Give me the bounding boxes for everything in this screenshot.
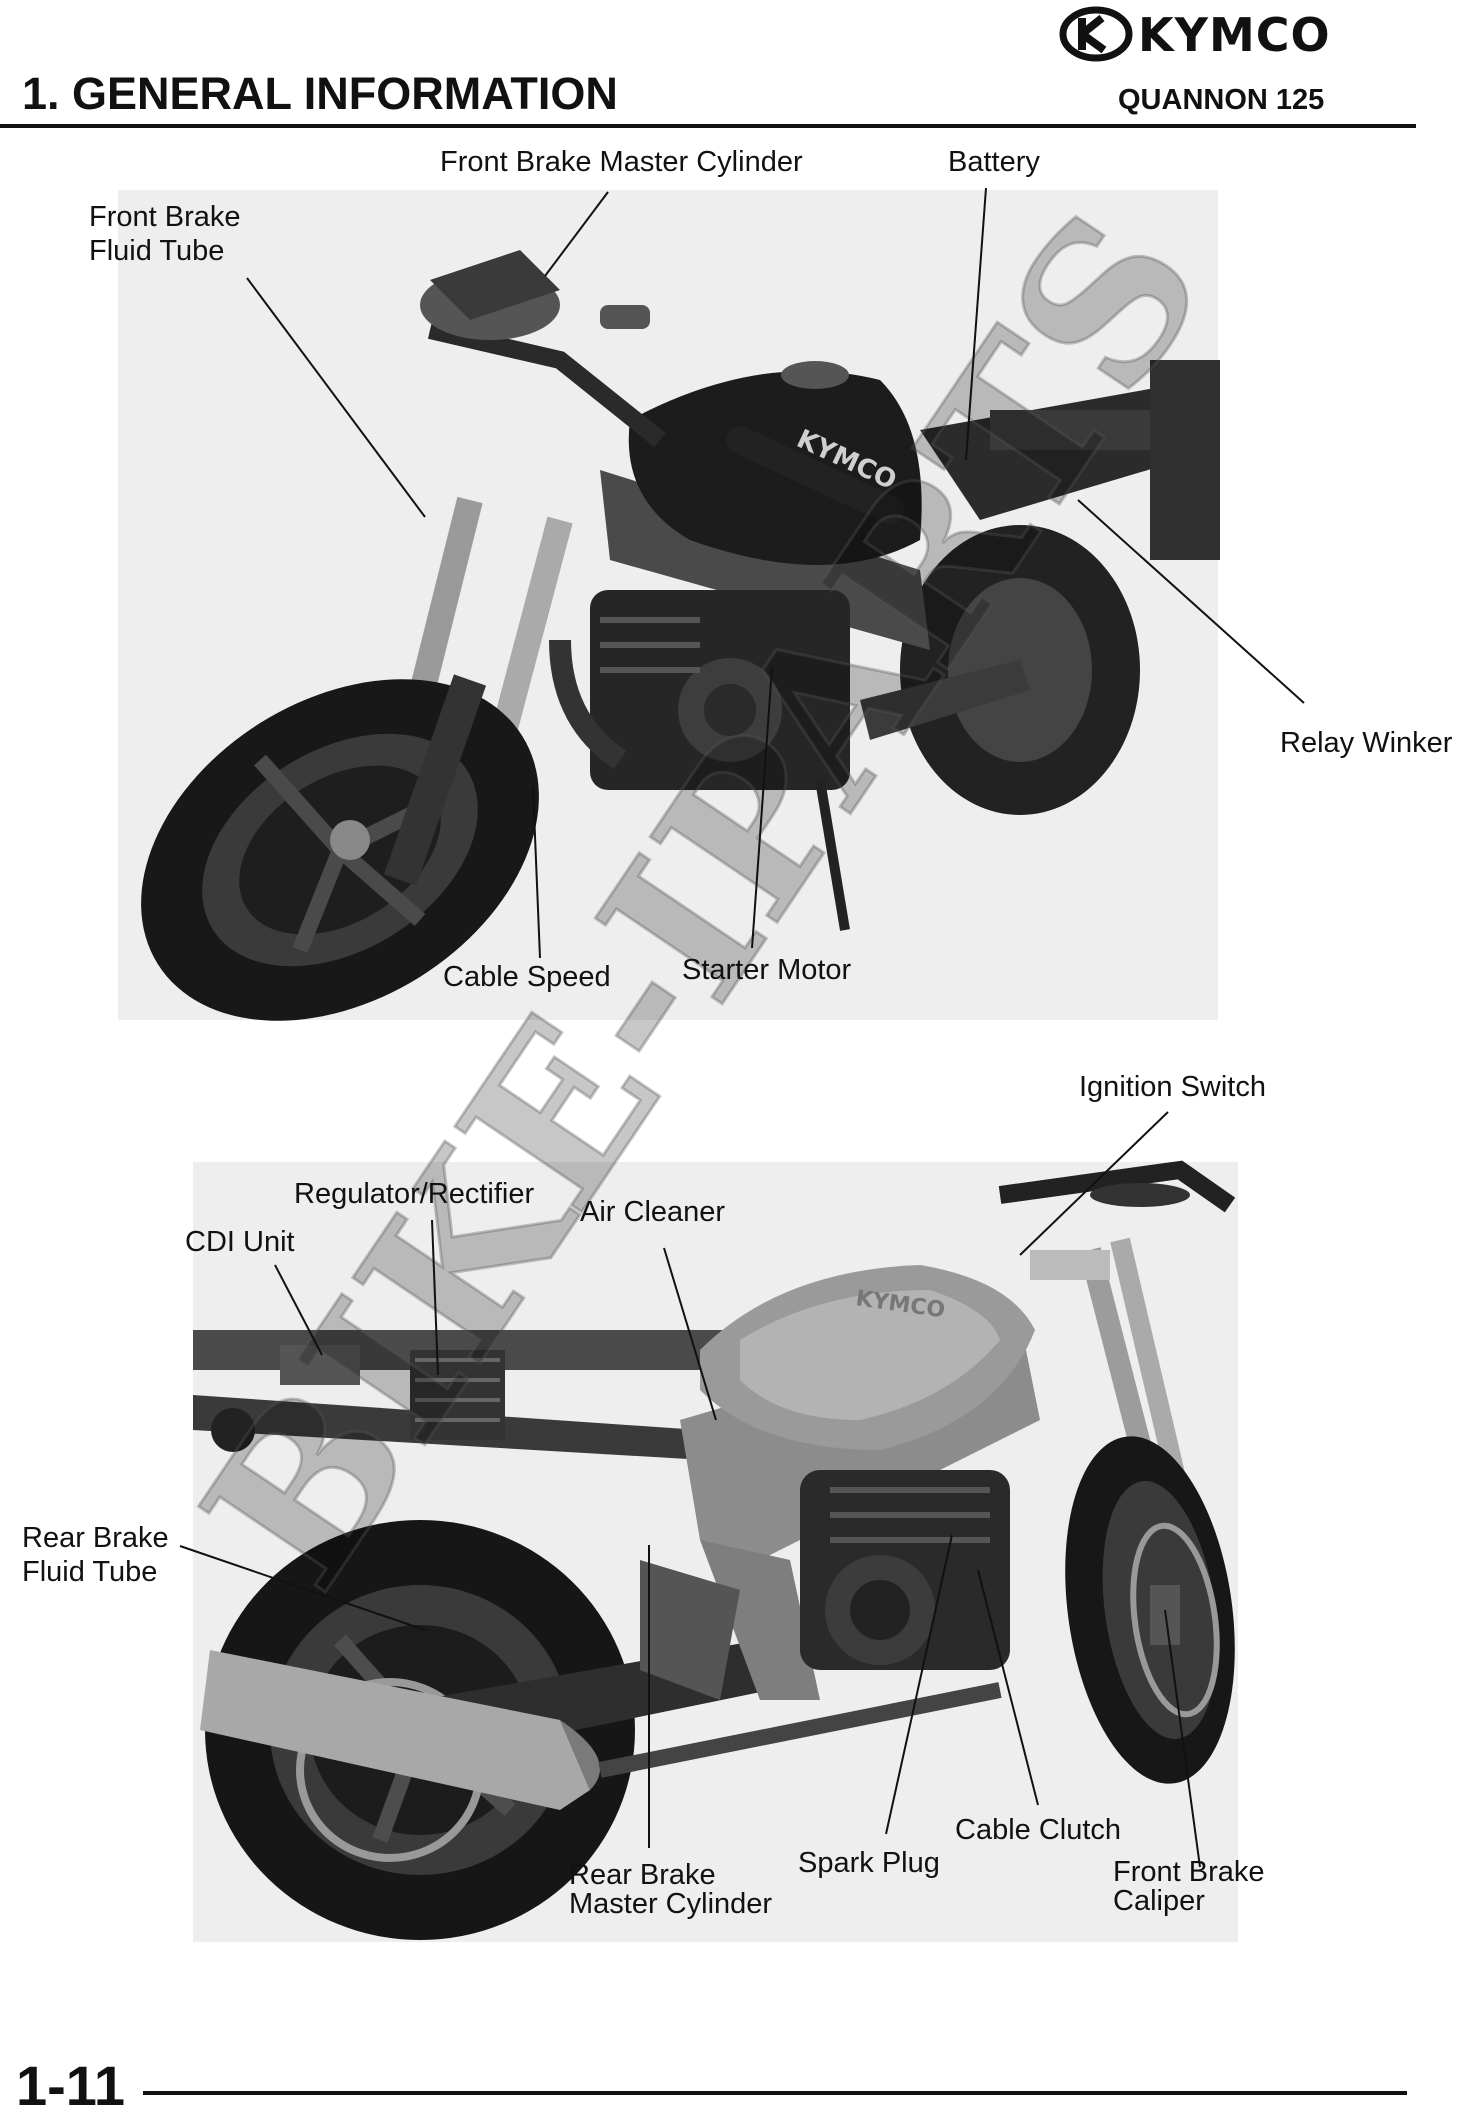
label-starter-motor: Starter Motor <box>682 954 852 986</box>
label-cdi-unit: CDI Unit <box>185 1226 295 1258</box>
top-leader-lines <box>246 187 1305 959</box>
label-ignition-switch: Ignition Switch <box>1079 1071 1266 1103</box>
label-rear-brake-fluid-tube-line2: Fluid Tube <box>22 1556 158 1588</box>
label-cable-clutch: Cable Clutch <box>955 1814 1122 1846</box>
label-battery: Battery <box>948 146 1040 178</box>
page-number: 1-11 <box>16 2054 125 2117</box>
label-spark-plug: Spark Plug <box>798 1847 940 1879</box>
bottom-leader-lines <box>179 1111 1201 1868</box>
model-name: QUANNON 125 <box>1118 84 1325 116</box>
label-front-brake-caliper-line2: Caliper <box>1113 1885 1205 1917</box>
label-front-brake-caliper-line1: Front Brake <box>1113 1856 1265 1888</box>
header-rule <box>0 124 1416 128</box>
label-rear-brake-fluid-tube-line1: Rear Brake <box>22 1522 169 1554</box>
top-motorcycle-drawing: KYMCO <box>141 250 1220 1021</box>
kymco-logo: KYMCO <box>1058 4 1408 64</box>
label-relay-winker: Relay Winker <box>1280 727 1453 759</box>
label-air-cleaner: Air Cleaner <box>580 1196 726 1228</box>
label-rear-brake-master-cylinder-line2: Master Cylinder <box>569 1888 773 1920</box>
label-front-brake-fluid-tube-line1: Front Brake <box>89 201 241 233</box>
footer-rule <box>143 2091 1407 2095</box>
label-rear-brake-master-cylinder-line1: Rear Brake <box>569 1859 716 1891</box>
kymco-emblem-icon <box>1059 6 1133 62</box>
bottom-motorcycle-drawing: KYMCO <box>193 1160 1236 1940</box>
section-title: 1. GENERAL INFORMATION <box>22 68 618 119</box>
brand-name: KYMCO <box>1138 8 1331 62</box>
label-front-brake-fluid-tube-line2: Fluid Tube <box>89 235 225 267</box>
label-front-brake-master-cylinder: Front Brake Master Cylinder <box>440 146 803 178</box>
label-regulator-rectifier: Regulator/Rectifier <box>294 1178 535 1210</box>
label-cable-speed: Cable Speed <box>443 961 611 993</box>
